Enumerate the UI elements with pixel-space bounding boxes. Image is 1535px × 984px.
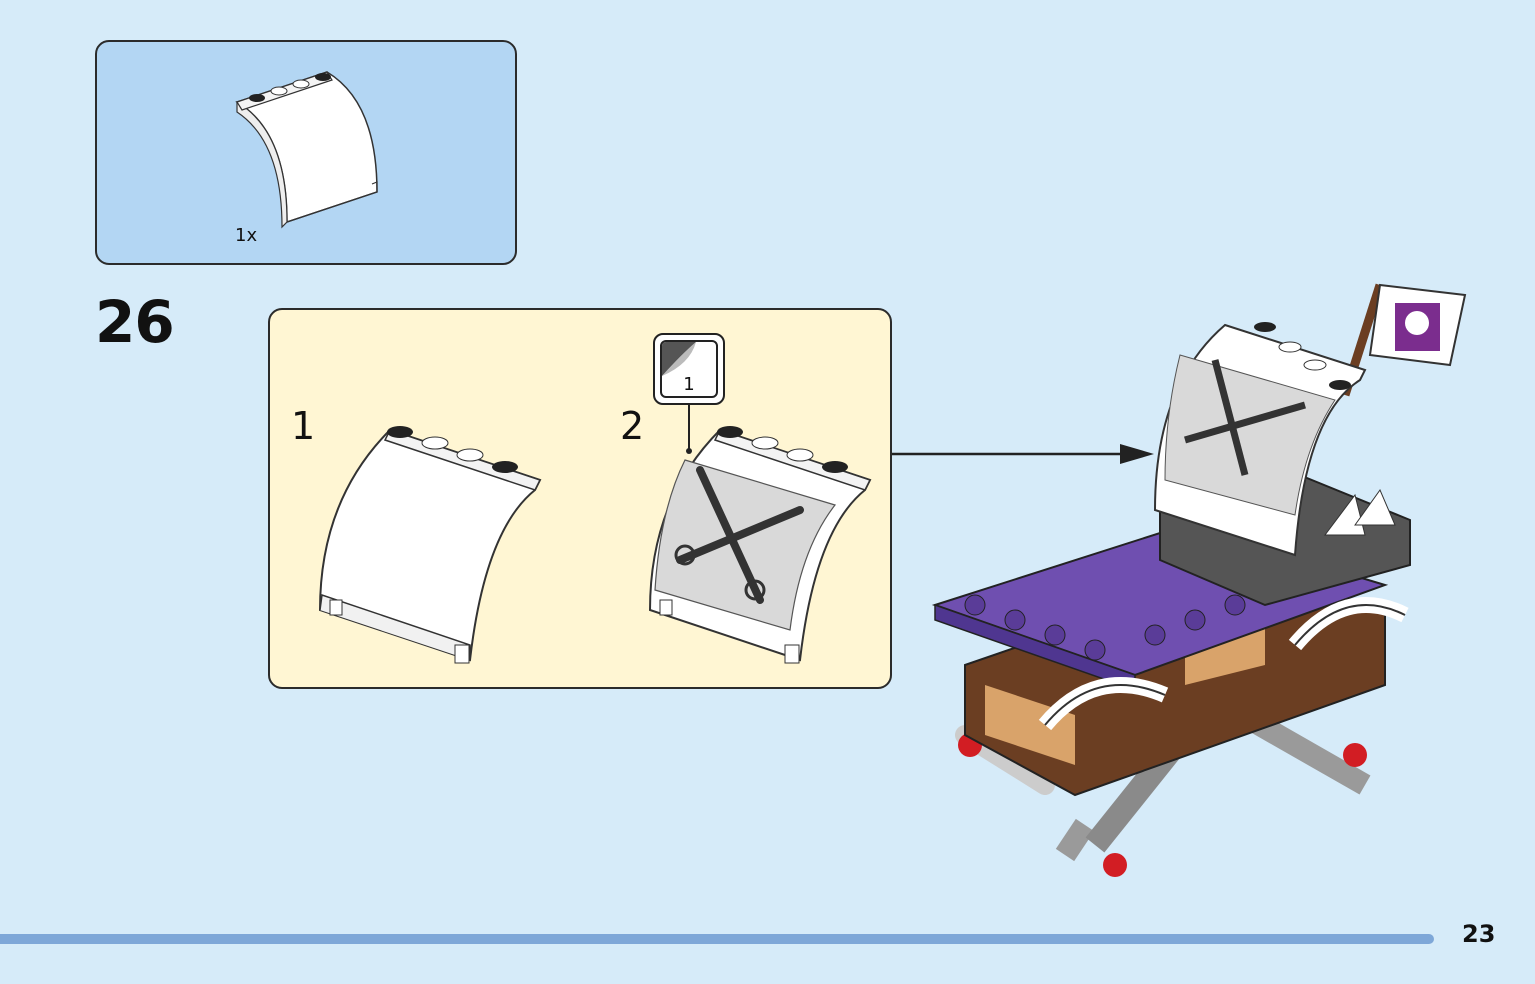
assembled-model-image bbox=[931, 283, 1467, 877]
substep-number-2: 2 bbox=[620, 404, 645, 448]
sticker-leader-line bbox=[686, 405, 692, 454]
stickered-curved-panel-image bbox=[648, 426, 872, 664]
parts-list-box: 1x bbox=[95, 40, 517, 265]
curved-panel-part-image bbox=[235, 71, 378, 229]
sticker-icon: 1 bbox=[660, 340, 718, 398]
assembly-arrow bbox=[892, 444, 1154, 464]
page-rule bbox=[0, 934, 1434, 944]
sticker-callout: 1 bbox=[653, 333, 725, 405]
step-number: 26 bbox=[95, 288, 175, 356]
plain-curved-panel-image bbox=[318, 426, 542, 664]
substep-number-1: 1 bbox=[291, 404, 316, 448]
sticker-number: 1 bbox=[683, 374, 695, 395]
part-quantity: 1x bbox=[235, 225, 258, 246]
page-number: 23 bbox=[1462, 920, 1496, 948]
